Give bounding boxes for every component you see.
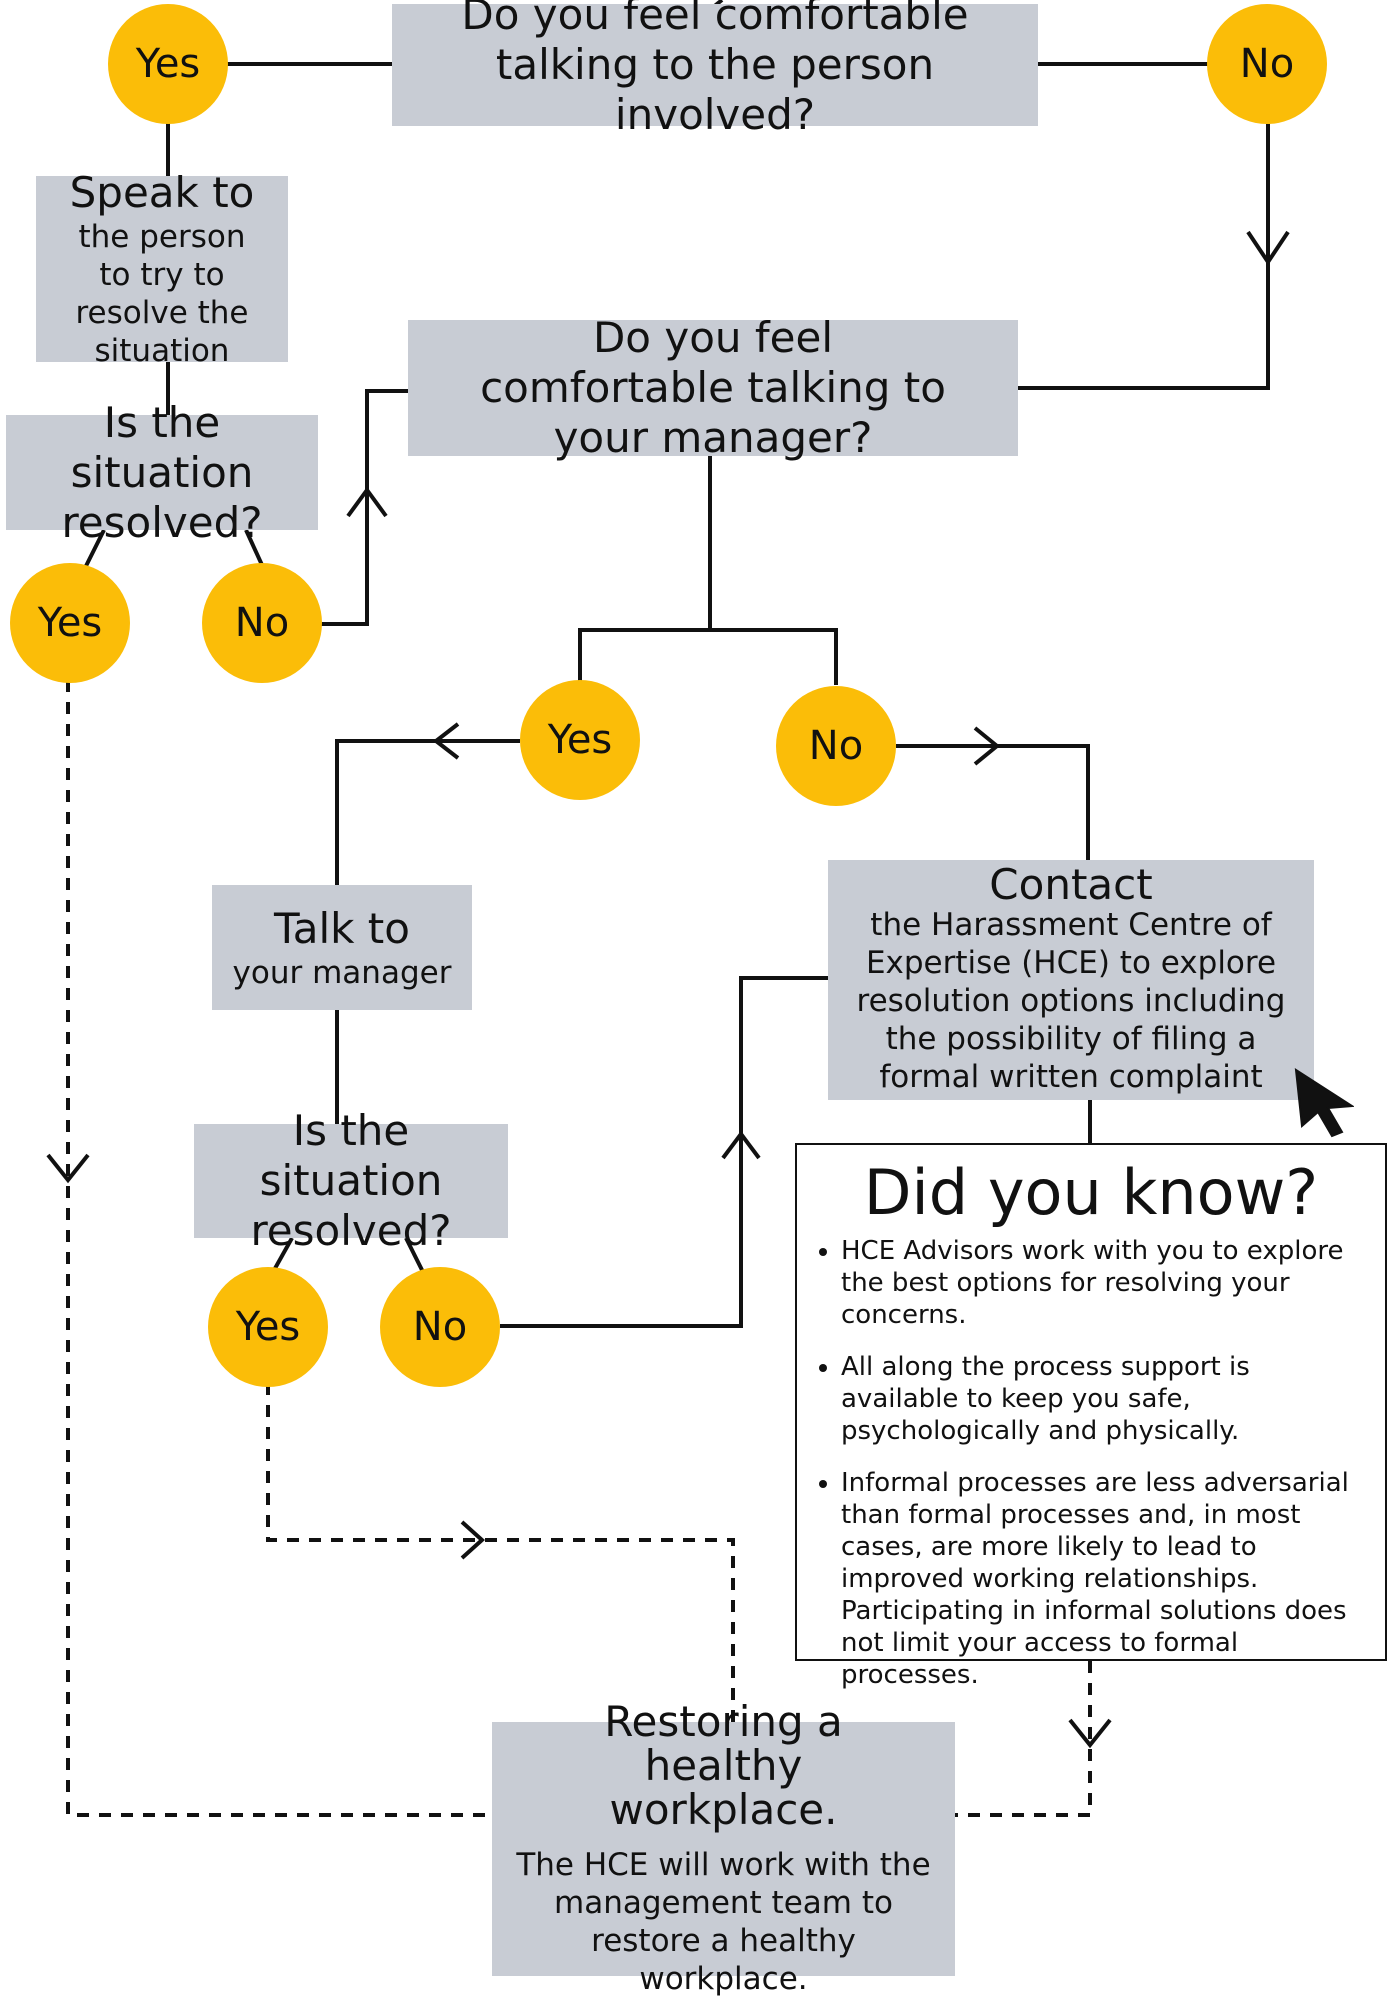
contact-body: the Harassment Centre of Expertise (HCE)… [856,907,1286,1095]
yes-circle-2: Yes [10,563,130,683]
talk-to-body: your manager [232,954,452,991]
question-person-box: Do you feel comfortable talking to the p… [392,0,1038,139]
did-you-know-item: Informal processes are less adversarial … [841,1467,1369,1691]
speak-to-box: Speak to the person to try to resolve th… [36,168,288,369]
question-person-text: Do you feel comfortable talking to the p… [461,0,969,139]
resolved-text-2: Is the situation resolved? [250,1106,452,1255]
no-circle-4: No [380,1267,500,1387]
yes-label: Yes [235,1304,301,1350]
no-circle-1: No [1207,4,1327,124]
did-you-know-panel: Did you know? HCE Advisors work with you… [795,1143,1387,1690]
speak-to-body: the person to try to resolve the situati… [75,219,249,369]
question-manager-box: Do you feel comfortable talking to your … [408,313,1018,462]
cursor-arrow-icon [1294,1068,1354,1138]
no-circle-3: No [776,686,896,806]
did-you-know-item: All along the process support is availab… [841,1351,1369,1447]
yes-label: Yes [37,600,103,646]
did-you-know-item: HCE Advisors work with you to explore th… [841,1235,1369,1331]
resolved-text-1: Is the situation resolved? [61,397,263,547]
no-label: No [1239,41,1295,87]
resolved-box-1: Is the situation resolved? [6,398,318,547]
yes-circle-1: Yes [108,4,228,124]
no-label: No [808,723,864,769]
talk-to-box: Talk to your manager [212,885,472,1010]
did-you-know-list: HCE Advisors work with you to explore th… [797,1235,1385,1691]
restore-body: The HCE will work with the management te… [516,1847,931,1997]
no-label: No [412,1304,468,1350]
speak-to-title: Speak to [69,168,255,217]
did-you-know-title: Did you know? [863,1156,1319,1229]
yes-label: Yes [135,41,201,87]
contact-hce-box: Contact the Harassment Centre of Experti… [828,860,1314,1100]
restore-workplace-box: Restoring a healthy workplace. The HCE w… [492,1700,955,1997]
yes-circle-3: Yes [520,680,640,800]
no-label: No [234,600,290,646]
yes-circle-4: Yes [208,1267,328,1387]
no-circle-2: No [202,563,322,683]
resolved-box-2: Is the situation resolved? [194,1106,508,1255]
talk-to-title: Talk to [274,903,410,953]
yes-label: Yes [547,717,613,763]
contact-title: Contact [989,860,1153,909]
restore-title: Restoring a healthy workplace. [604,1697,843,1834]
question-manager-text: Do you feel comfortable talking to your … [480,313,946,462]
